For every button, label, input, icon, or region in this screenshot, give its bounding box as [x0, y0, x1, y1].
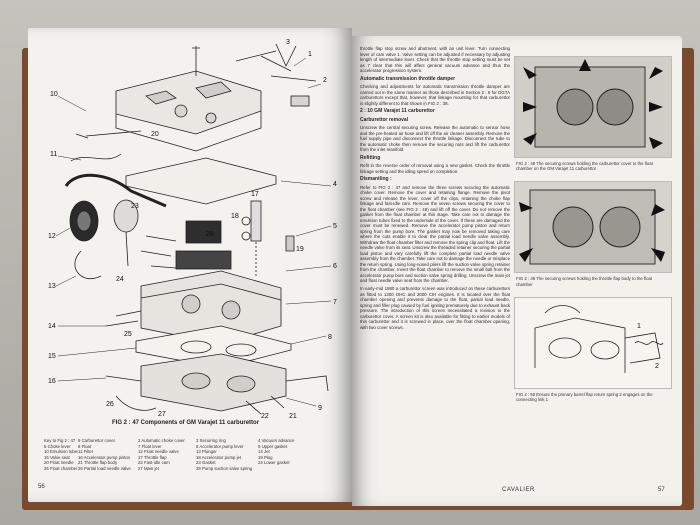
key-item: 3 Secuiring ring	[196, 438, 226, 443]
key-item: 20 Float needle	[44, 460, 74, 466]
svg-text:20: 20	[151, 131, 159, 138]
svg-text:24: 24	[116, 276, 124, 283]
svg-text:26: 26	[106, 401, 114, 408]
key-item: 9 Upper gasket	[258, 443, 288, 449]
key-item: 14 Jet	[258, 449, 270, 455]
key-item: 21 Throttle flap body	[78, 460, 118, 466]
key-item: 10 Emulsion tubes	[44, 449, 78, 455]
svg-text:21: 21	[289, 413, 297, 420]
svg-text:2: 2	[323, 77, 327, 84]
svg-text:8: 8	[328, 334, 332, 341]
key-item: 23 Gasket	[196, 460, 216, 466]
right-page: throttle flap stop screw and abutment, w…	[352, 36, 682, 506]
figure-key: Key to Fig 2 : 47 9 Carburettor cover 2 …	[44, 438, 344, 472]
svg-text:1: 1	[308, 51, 312, 58]
figure-47-caption: FIG 2 : 47 Components of GM Varajet 11 c…	[112, 420, 260, 426]
key-item: 25 Float chamber	[44, 465, 78, 471]
paragraph: In early-mid 1980 a carburettor screen w…	[360, 286, 510, 330]
section-heading: Automatic transmission throttle damper	[360, 75, 456, 82]
key-title: Key to Fig 2 : 47	[44, 438, 76, 443]
key-item: 28 Pump suction valve spring	[196, 465, 253, 471]
key-item: 26 Partial load needle valve	[78, 465, 131, 471]
key-item: 16 Accelerator pump piston	[78, 454, 131, 460]
key-item: 5 Choke lever	[44, 443, 71, 449]
paragraph: Unscrew the central securing screw. Rele…	[360, 125, 510, 152]
key-item: 18 Accelerator pump jet	[196, 454, 242, 460]
svg-text:2: 2	[655, 363, 659, 370]
key-item: 27 Main jet	[138, 465, 160, 471]
svg-text:12: 12	[48, 233, 56, 240]
svg-text:9: 9	[318, 405, 322, 412]
running-footer: CAVALIER	[502, 487, 535, 493]
svg-text:14: 14	[48, 323, 56, 330]
key-item: 24 Lower gasket	[258, 460, 290, 466]
paragraph: Refer to FIG 2 : 47 and remove the three…	[360, 184, 511, 284]
svg-text:4: 4	[333, 181, 337, 188]
key-item: 2 Automatic choke cover	[138, 438, 185, 443]
svg-text:25: 25	[124, 331, 132, 338]
key-item: 17 Throttle flap	[138, 454, 167, 460]
svg-text:17: 17	[251, 191, 259, 198]
svg-text:23: 23	[131, 203, 139, 210]
section-heading: 2 : 10 GM Varajet 11 carburettor	[360, 108, 435, 114]
svg-text:7: 7	[333, 299, 337, 306]
svg-text:10: 10	[50, 91, 58, 98]
key-item: 11 Filter	[78, 449, 94, 455]
svg-text:13: 13	[48, 283, 56, 290]
figure-49-caption: FIG 2 : 49 The securing screws holding t…	[516, 276, 653, 287]
figure-50-caption: FIG 2 : 50 Ensure the primary barrel fla…	[516, 391, 653, 403]
svg-text:15: 15	[48, 353, 56, 360]
svg-text:11: 11	[50, 151, 57, 158]
key-item: 9 Carburettor cover	[78, 438, 116, 443]
paragraph: Checking and adjustments for automatic t…	[360, 84, 510, 106]
figure-50-illustration: 1 2	[514, 296, 672, 389]
svg-text:18: 18	[231, 213, 239, 220]
subsection-heading: Carburettor removal	[360, 116, 409, 123]
svg-text:27: 27	[158, 411, 166, 418]
paragraph: Refit in the reverse order of removal us…	[360, 163, 510, 174]
text-column: throttle flap stop screw and abutment, w…	[360, 46, 510, 333]
key-item: 12 Float needle valve	[138, 449, 179, 455]
right-page-number: 57	[658, 487, 665, 493]
figure-49-photo	[514, 181, 672, 274]
key-item: 4 Vacuum advance	[258, 438, 295, 443]
svg-text:19: 19	[296, 246, 304, 253]
svg-text:16: 16	[48, 378, 56, 385]
figure-48-caption: FIG 2 : 48 The securing screws holding t…	[516, 161, 653, 172]
figure-48-photo	[514, 56, 672, 158]
key-item: 15 Valve seat	[44, 454, 70, 460]
key-item: 19 Plug	[258, 454, 273, 460]
svg-text:28: 28	[206, 231, 214, 238]
key-item: 13 Plunger	[196, 449, 217, 455]
svg-text:1: 1	[637, 323, 641, 330]
subsection-heading: Refitting	[360, 154, 381, 161]
svg-text:5: 5	[333, 223, 337, 230]
figure-column: FIG 2 : 48 The securing screws holding t…	[514, 56, 674, 412]
svg-text:3: 3	[286, 39, 290, 46]
left-page-number: 56	[38, 484, 45, 490]
svg-text:6: 6	[333, 263, 337, 270]
key-item: 6 Float	[78, 443, 92, 449]
key-item: 8 Accelerator pump lever	[196, 443, 244, 449]
svg-text:22: 22	[261, 413, 269, 420]
key-item: 22 Fast-idle cam	[138, 460, 170, 466]
key-item: 7 Float lever	[138, 443, 162, 449]
paragraph: throttle flap stop screw and abutment, w…	[360, 46, 510, 73]
subsection-heading: Dismantling :	[360, 176, 392, 182]
